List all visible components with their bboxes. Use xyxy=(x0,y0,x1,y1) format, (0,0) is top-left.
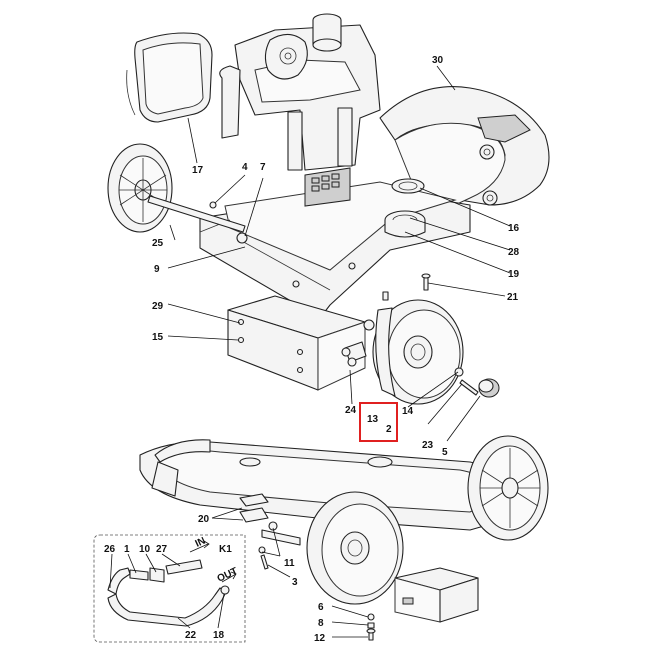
callout-20: 20 xyxy=(198,514,210,525)
flow-in-label: IN xyxy=(194,536,208,550)
callout-12: 12 xyxy=(314,633,326,644)
highlight-box xyxy=(359,402,398,442)
callout-24: 24 xyxy=(345,405,357,416)
callout-4: 4 xyxy=(242,162,248,173)
callout-16: 16 xyxy=(508,223,520,234)
axle-parts xyxy=(454,367,500,398)
upper-brush-rings xyxy=(384,178,426,238)
flow-out-label: OUT xyxy=(216,566,240,585)
hose-kit-k1 xyxy=(93,534,246,643)
callout-17: 17 xyxy=(192,165,204,176)
callout-21: 21 xyxy=(507,292,519,303)
callout-23: 23 xyxy=(422,440,434,451)
bumper-shroud xyxy=(379,86,550,213)
lower-rear-wheel xyxy=(467,435,549,541)
callout-18: 18 xyxy=(213,630,225,641)
callout-labels: 30 17 4 7 25 9 16 28 19 21 29 15 24 13 2… xyxy=(104,55,520,644)
callout-28: 28 xyxy=(508,247,520,258)
callout-8: 8 xyxy=(318,618,324,629)
lower-chassis xyxy=(139,439,521,531)
lower-battery-box xyxy=(394,567,479,623)
lower-front-wheel xyxy=(306,491,404,605)
callout-15: 15 xyxy=(152,332,164,343)
callout-19: 19 xyxy=(508,269,520,280)
callout-30: 30 xyxy=(432,55,444,66)
callout-7: 7 xyxy=(260,162,266,173)
small-fittings xyxy=(258,546,376,641)
callout-1: 1 xyxy=(124,544,130,555)
left-wheel xyxy=(107,143,246,233)
front-right-wheel xyxy=(372,299,464,405)
callout-9: 9 xyxy=(154,264,160,275)
callout-3: 3 xyxy=(292,577,298,588)
brush-head-tower xyxy=(219,13,381,171)
screws-upper xyxy=(209,201,431,301)
handle-panel xyxy=(126,32,213,123)
chassis-grill xyxy=(311,173,340,192)
battery-box xyxy=(227,295,366,391)
valve-fittings xyxy=(341,319,375,367)
callout-10: 10 xyxy=(139,544,151,555)
callout-5: 5 xyxy=(442,447,448,458)
callout-k1: K1 xyxy=(219,544,232,555)
callout-25: 25 xyxy=(152,238,164,249)
solenoid-valves xyxy=(239,493,301,546)
callout-27: 27 xyxy=(156,544,168,555)
callout-6: 6 xyxy=(318,602,324,613)
callout-2: 2 xyxy=(386,424,392,435)
leader-lines xyxy=(109,65,511,638)
callout-13: 13 xyxy=(367,414,379,425)
callout-26: 26 xyxy=(104,544,116,555)
callout-22: 22 xyxy=(185,630,197,641)
callout-14: 14 xyxy=(402,406,414,417)
callout-29: 29 xyxy=(152,301,164,312)
callout-11: 11 xyxy=(284,558,295,569)
